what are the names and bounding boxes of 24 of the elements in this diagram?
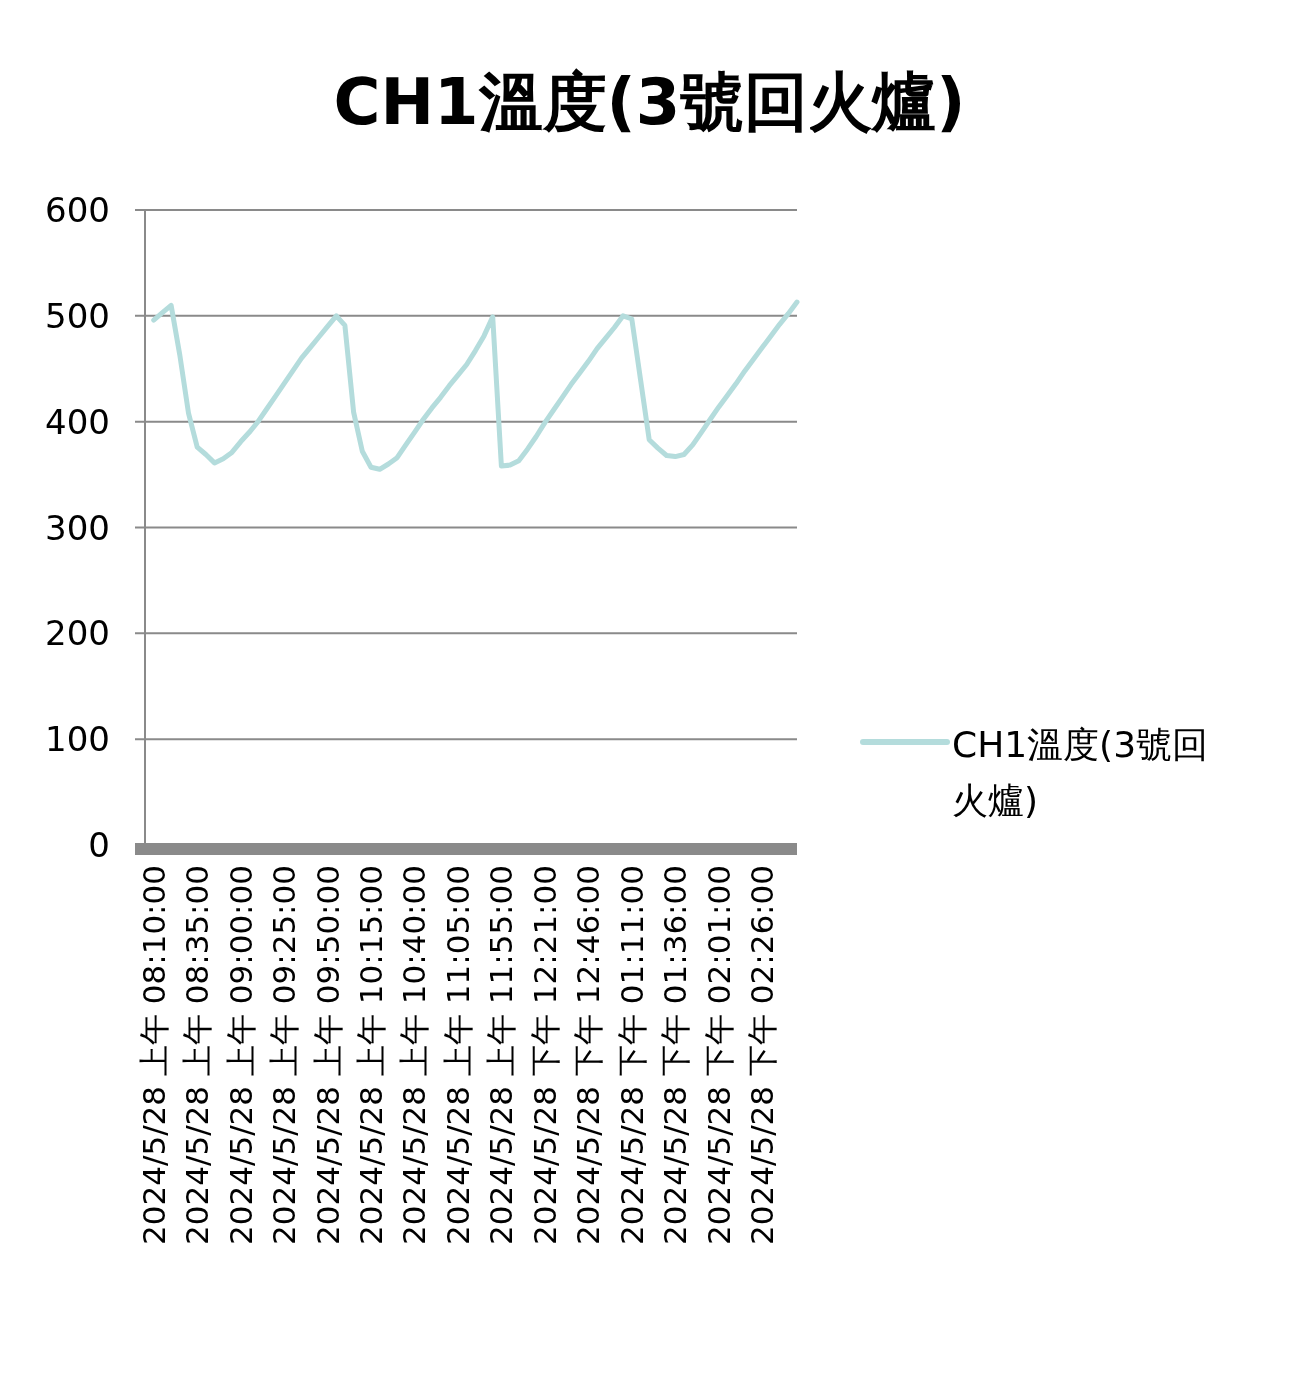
axis-tick-label: 2024/5/28 下午 01:36:00 [656, 865, 695, 1247]
axis-tick-label: 600 [44, 189, 110, 232]
axis-tick-label: 2024/5/28 下午 12:46:00 [569, 865, 608, 1247]
axis-tick-label: 500 [44, 294, 110, 338]
axis-tick-label: 2024/5/28 上午 09:25:00 [265, 865, 304, 1247]
axis-tick-label: 2024/5/28 上午 09:50:00 [308, 865, 347, 1247]
axis-tick-label: 2024/5/28 上午 11:55:00 [482, 865, 521, 1247]
axis-tick-label: 2024/5/28 下午 02:26:00 [743, 865, 782, 1247]
axis-tick-label: 2024/5/28 下午 02:01:00 [699, 865, 738, 1247]
chart-title: CH1溫度(3號回火爐) [332, 64, 967, 141]
axis-tick-label: 2024/5/28 上午 10:15:00 [352, 865, 390, 1247]
axis-tick-label: 200 [44, 612, 110, 656]
axis-tick-label: 0 [87, 824, 110, 867]
axis-tick-label: 2024/5/28 上午 10:40:00 [395, 865, 434, 1247]
axis-tick-label: 2024/5/28 上午 11:05:00 [438, 865, 477, 1247]
axis-tick-label: 100 [44, 718, 110, 762]
axis-tick-label: 2024/5/28 上午 08:35:00 [178, 865, 217, 1247]
axis-tick-label: 400 [44, 400, 110, 444]
axis-tick-label: 2024/5/28 下午 12:21:00 [525, 865, 564, 1247]
axis-tick-label: 300 [44, 506, 110, 550]
axis-tick-label: 2024/5/28 下午 01:11:00 [612, 865, 651, 1247]
axis-tick-label: 2024/5/28 上午 09:00:00 [221, 865, 260, 1247]
axis-tick-label: 2024/5/28 上午 08:10:00 [134, 865, 173, 1247]
legend-text: CH1溫度(3號回火爐) [952, 723, 1210, 823]
